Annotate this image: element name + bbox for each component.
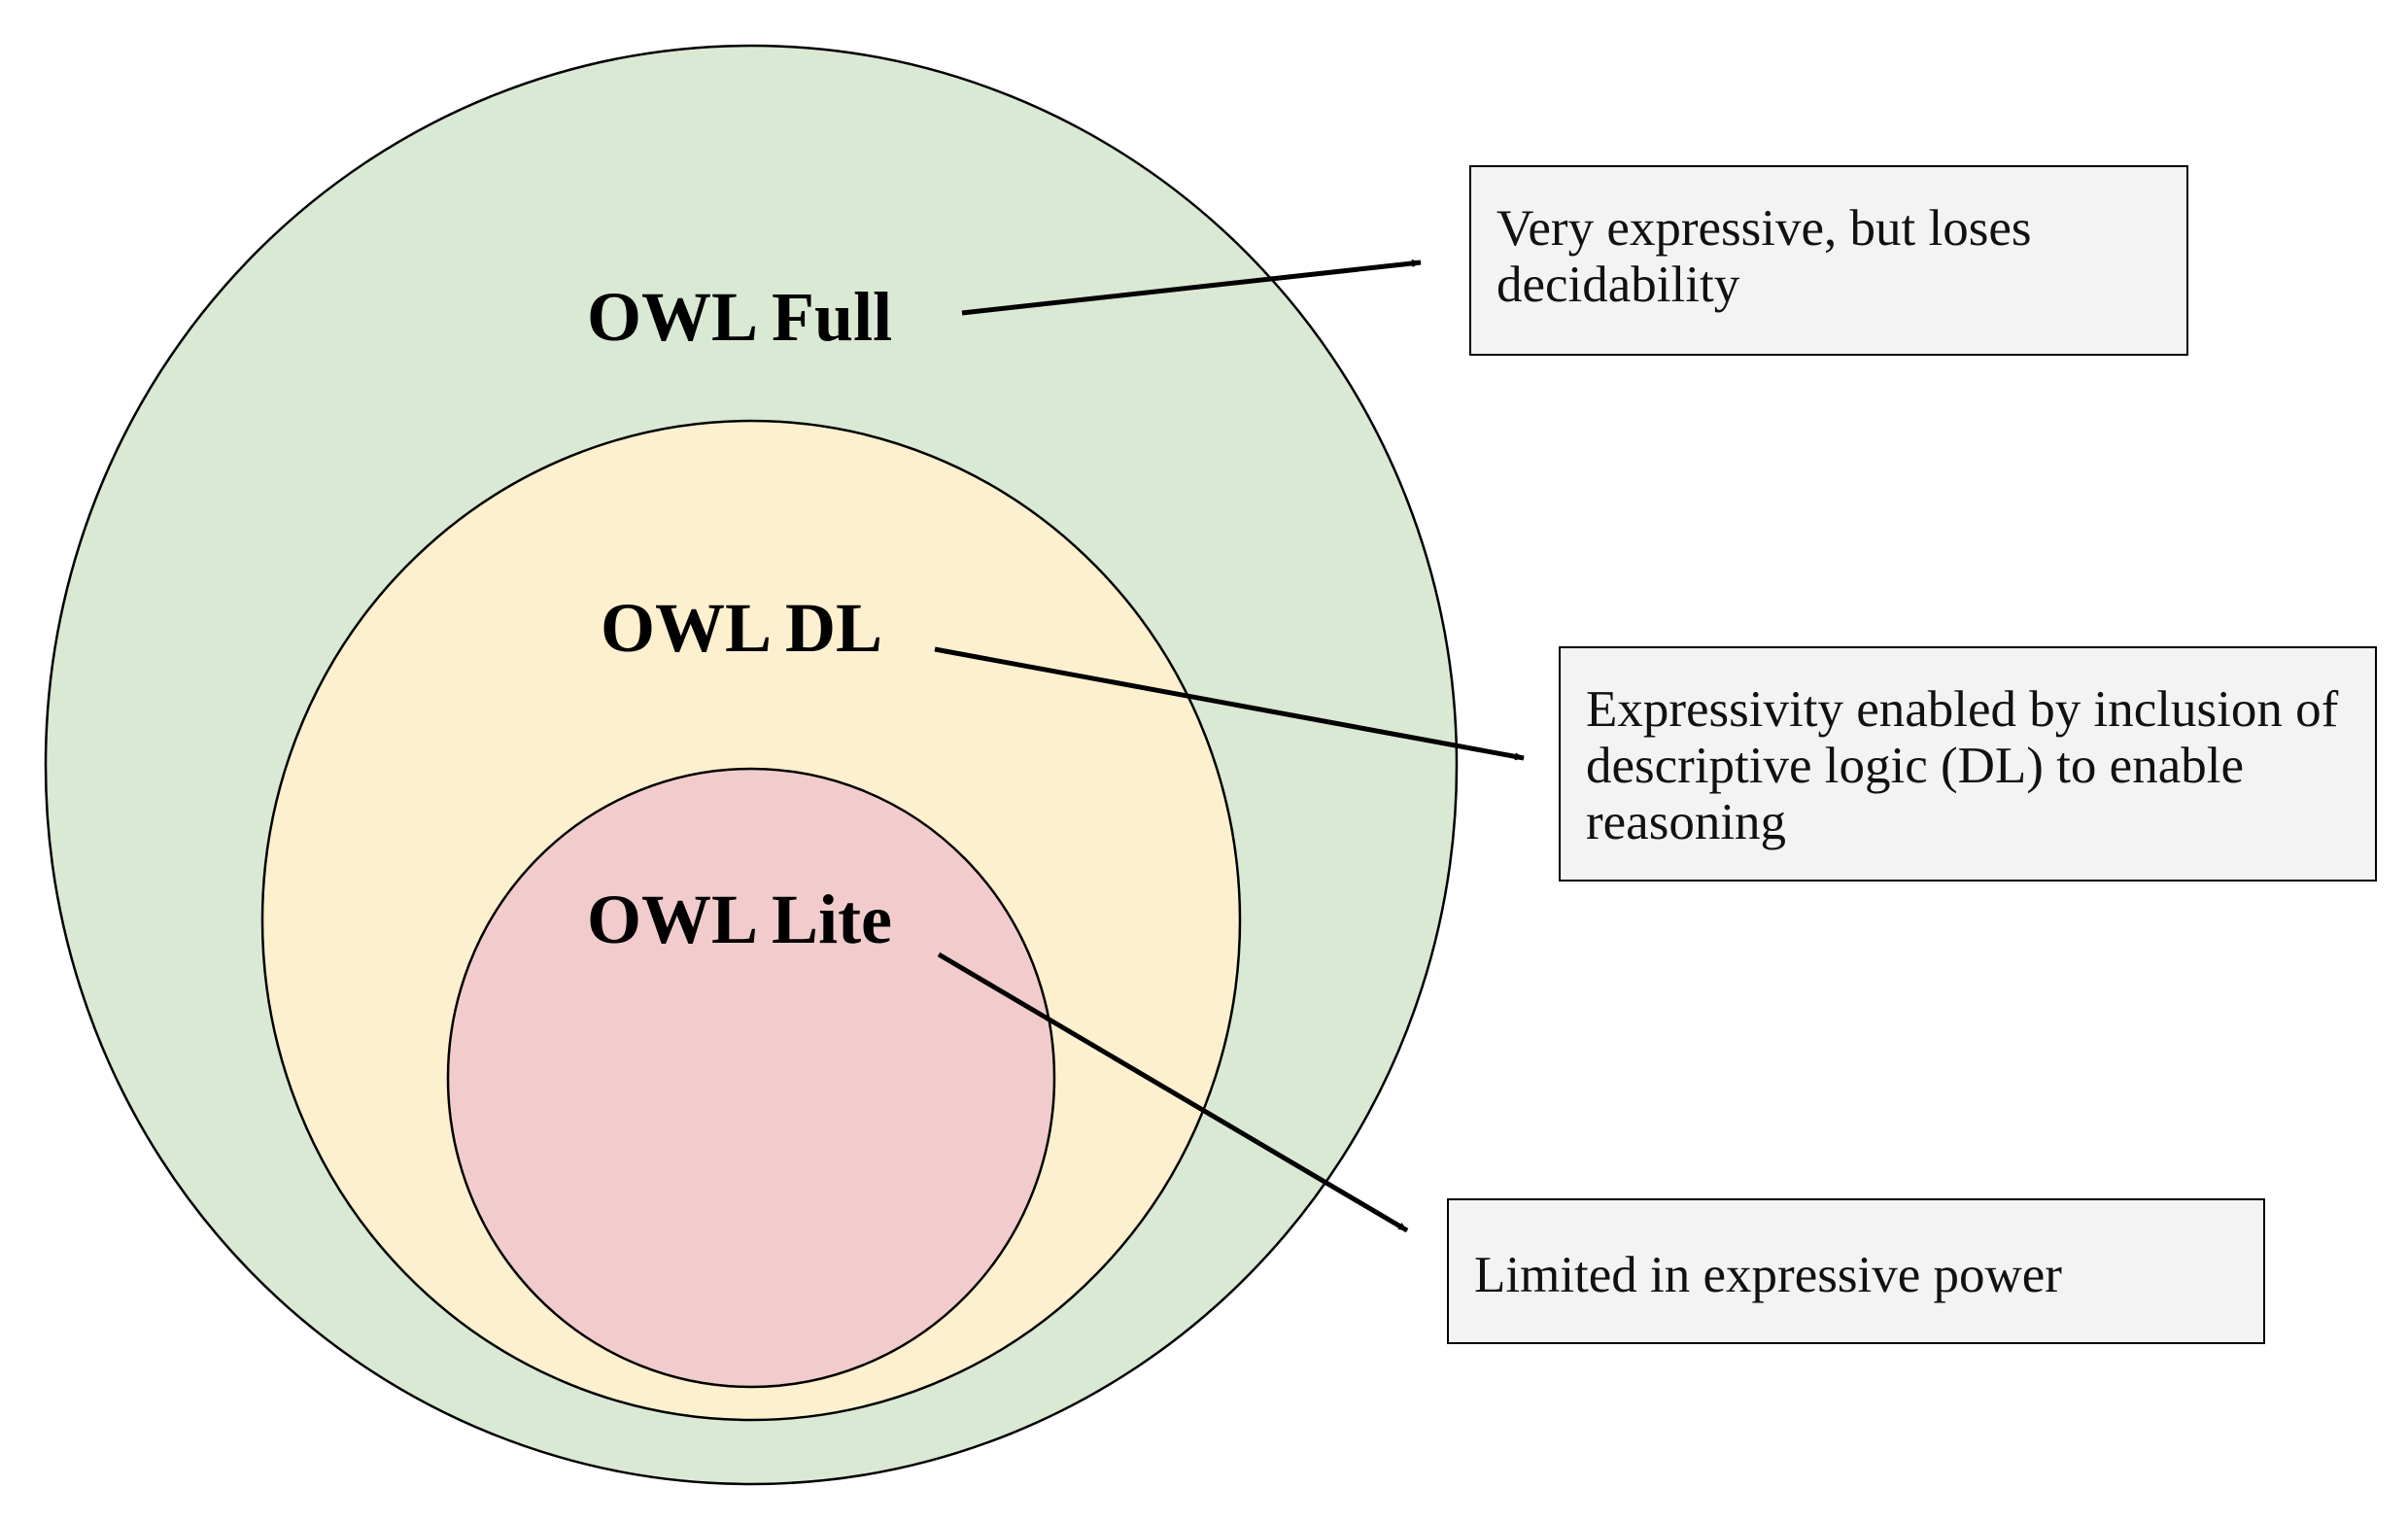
owl-dl-arrow [934, 646, 1525, 761]
owl-lite-label: OWL Lite [587, 881, 892, 958]
owl-lite-arrow [937, 951, 1409, 1233]
owl-full-note-text: Very expressive, but loses decidability [1496, 200, 2032, 313]
owl-lite-note-box: Limited in expressive power [1447, 1198, 2265, 1344]
owl-lite-note-text: Limited in expressive power [1474, 1247, 2062, 1303]
owl-full-arrow [961, 259, 1422, 316]
owl-dl-label: OWL DL [601, 589, 882, 667]
owl-full-label: OWL Full [587, 278, 892, 356]
owl-full-note-box: Very expressive, but loses decidability [1469, 165, 2188, 356]
owl-dl-note-text: Expressivity enabled by inclusion of des… [1586, 681, 2339, 850]
owl-lite-circle [446, 767, 1056, 1389]
owl-dl-note-box: Expressivity enabled by inclusion of des… [1559, 646, 2377, 882]
